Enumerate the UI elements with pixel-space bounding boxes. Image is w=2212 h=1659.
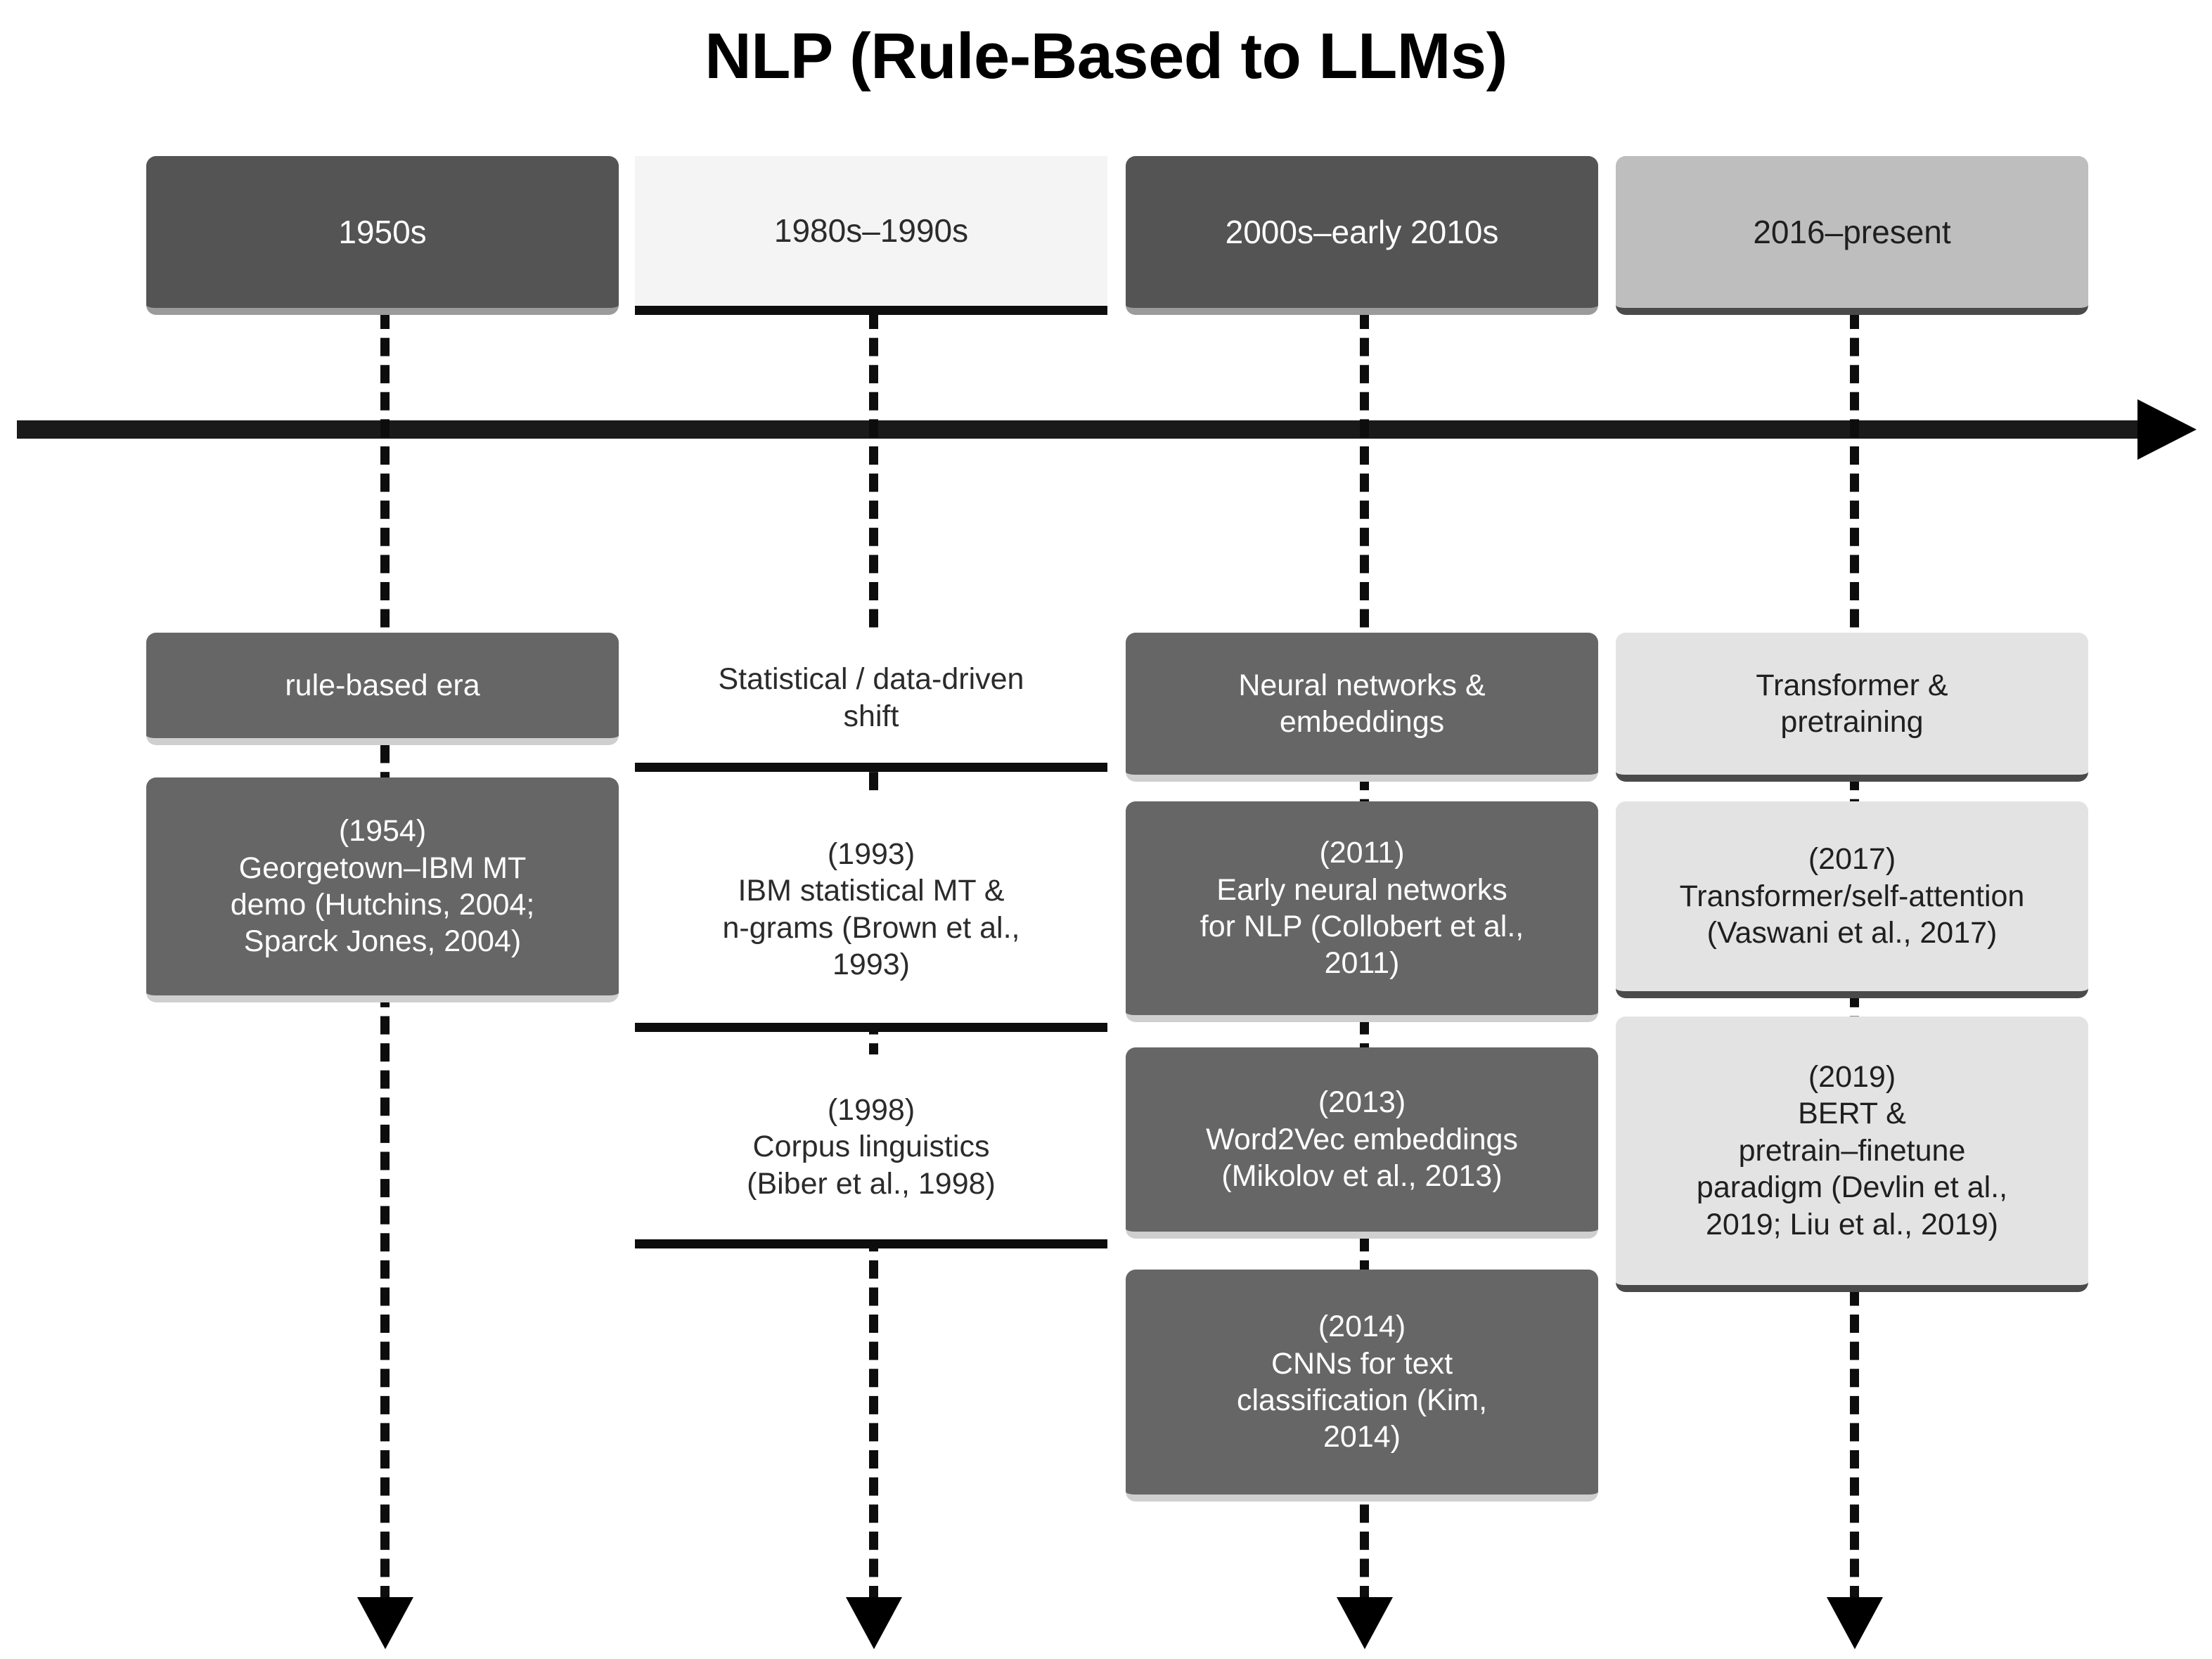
timeline-axis [17,420,2154,439]
era-label: 1950s [338,213,427,250]
event-label: (2013) Word2Vec embeddings (Mikolov et a… [1206,1085,1518,1194]
era-label: 2016–present [1753,213,1951,250]
event-box-3-2[interactable]: (2013) Word2Vec embeddings (Mikolov et a… [1126,1047,1598,1239]
down-arrow-icon [357,1597,413,1649]
event-box-4-2[interactable]: (2019) BERT & pretrain–finetune paradigm… [1616,1016,2088,1292]
theme-box-3[interactable]: Neural networks & embeddings [1126,633,1598,782]
event-box-2-1[interactable]: (1993) IBM statistical MT & n-grams (Bro… [635,796,1107,1032]
event-box-4-1[interactable]: (2017) Transformer/self-attention (Vaswa… [1616,801,2088,998]
event-box-1-1[interactable]: (1954) Georgetown–IBM MT demo (Hutchins,… [146,777,619,1002]
event-label: (1954) Georgetown–IBM MT demo (Hutchins,… [230,814,535,959]
era-header-2[interactable]: 1980s–1990s [635,156,1107,315]
down-arrow-icon [1827,1597,1883,1649]
event-label: (2011) Early neural networks for NLP (Co… [1200,836,1524,981]
timeline-column-2: 1980s–1990s Statistical / data-driven sh… [635,0,1107,1659]
theme-box-4[interactable]: Transformer & pretraining [1616,633,2088,782]
event-label: (1998) Corpus linguistics (Biber et al.,… [747,1092,996,1201]
theme-box-1[interactable]: rule-based era [146,633,619,745]
event-label: (2019) BERT & pretrain–finetune paradigm… [1696,1059,2008,1241]
theme-label: Statistical / data-driven shift [718,662,1024,733]
event-label: (1993) IBM statistical MT & n-grams (Bro… [722,837,1020,981]
theme-box-2[interactable]: Statistical / data-driven shift [635,633,1107,772]
theme-label: Transformer & pretraining [1756,668,1948,739]
event-box-3-1[interactable]: (2011) Early neural networks for NLP (Co… [1126,801,1598,1022]
down-arrow-icon [846,1597,902,1649]
era-header-1[interactable]: 1950s [146,156,619,315]
timeline-column-3: 2000s–early 2010s Neural networks & embe… [1126,0,1598,1659]
event-label: (2017) Transformer/self-attention (Vaswa… [1679,842,2025,950]
timeline-column-4: 2016–present Transformer & pretraining (… [1616,0,2088,1659]
era-header-4[interactable]: 2016–present [1616,156,2088,315]
era-label: 1980s–1990s [773,212,969,250]
event-label: (2014) CNNs for text classification (Kim… [1236,1310,1488,1454]
timeline-column-1: 1950s rule-based era (1954) Georgetown–I… [146,0,619,1659]
theme-label: Neural networks & embeddings [1238,668,1486,739]
era-header-3[interactable]: 2000s–early 2010s [1126,156,1598,315]
event-box-3-3[interactable]: (2014) CNNs for text classification (Kim… [1126,1270,1598,1502]
page-title: NLP (Rule-Based to LLMs) [705,20,1507,92]
right-arrow-icon [2137,399,2197,460]
theme-label: rule-based era [285,668,480,702]
event-box-2-2[interactable]: (1998) Corpus linguistics (Biber et al.,… [635,1054,1107,1248]
era-label: 2000s–early 2010s [1225,213,1499,250]
down-arrow-icon [1337,1597,1393,1649]
